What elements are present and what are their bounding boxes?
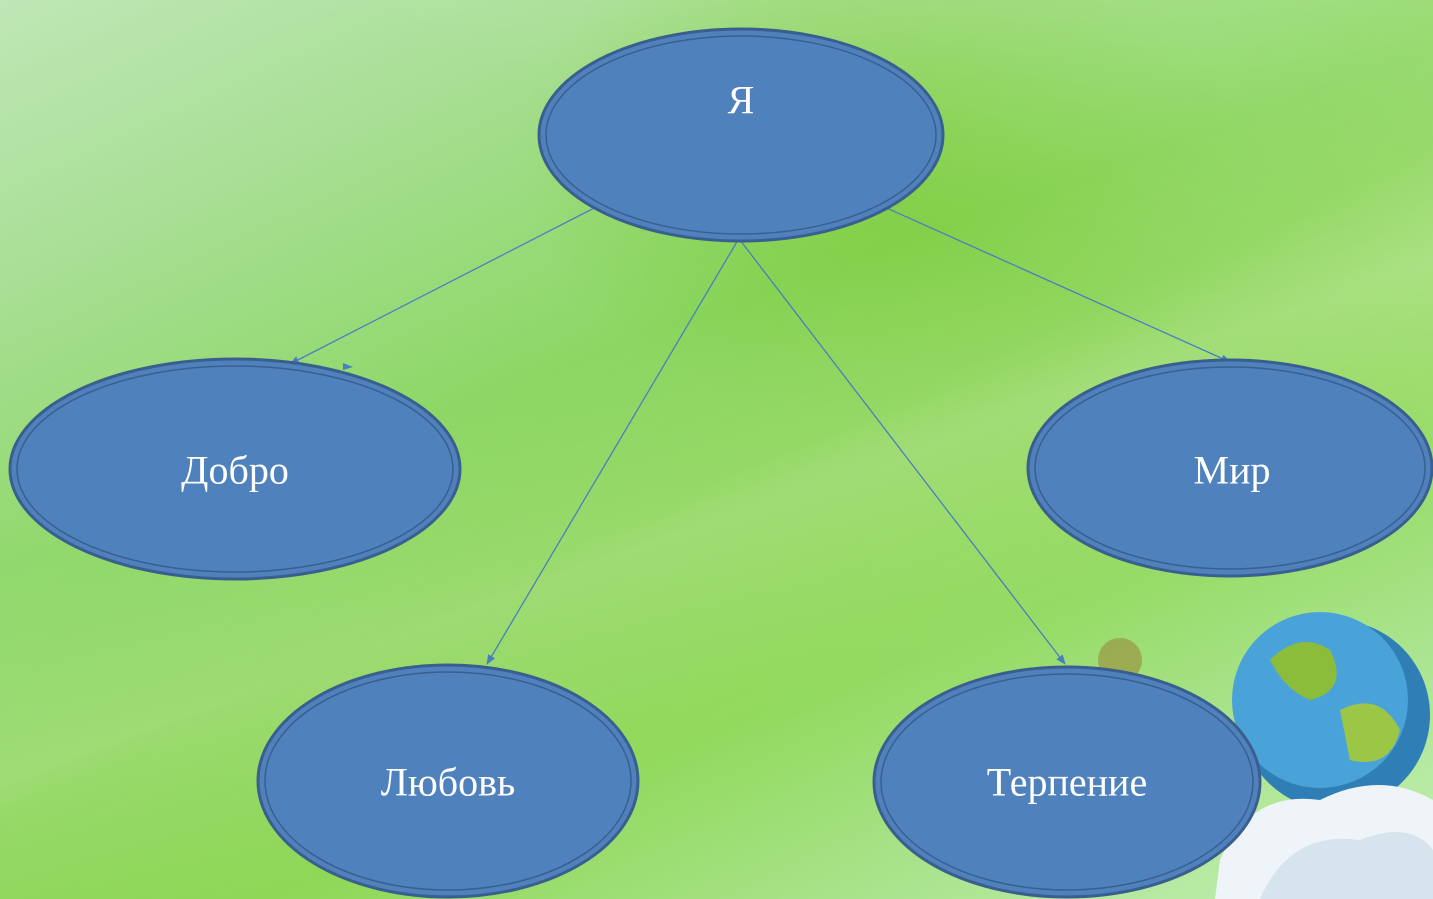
node-mir-label: Мир: [1193, 447, 1271, 493]
edge-root-terpenie: [739, 239, 1066, 665]
node-terpenie: [872, 665, 1262, 899]
edge-root-mir: [879, 204, 1231, 363]
node-lyubov-label: Любовь: [380, 759, 516, 805]
node-root-label: Я: [727, 77, 755, 123]
edge-root-lyubov: [486, 239, 739, 665]
node-terpenie-label: Терпение: [986, 759, 1148, 805]
edge-root-dobro: [289, 204, 601, 365]
node-lyubov: [256, 663, 640, 899]
node-mir: [1026, 358, 1433, 578]
node-dobro-label: Добро: [181, 447, 289, 493]
node-dobro: [8, 357, 462, 581]
globe-decoration: [1098, 612, 1433, 899]
stray-arrowhead: [343, 363, 353, 370]
edges: [289, 204, 1231, 665]
node-root: [537, 27, 945, 243]
